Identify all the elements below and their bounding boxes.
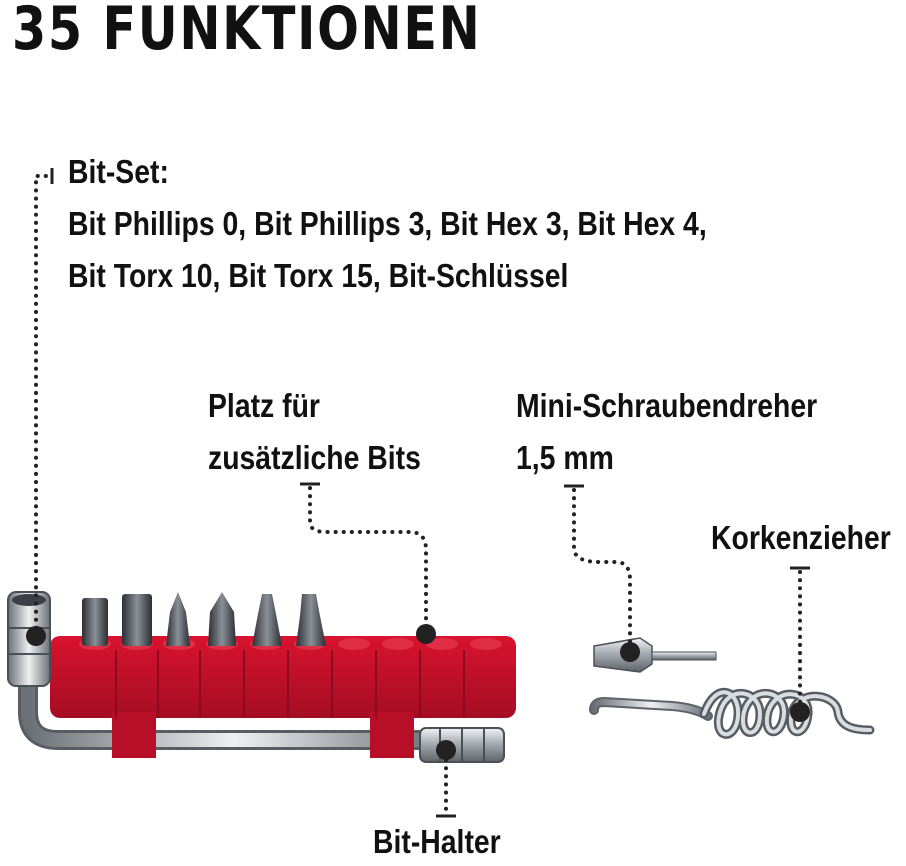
mini-screwdriver	[593, 637, 717, 673]
pointer-bit-halter-end	[436, 740, 456, 818]
label-bit-set: Bit-Set: Bit Phillips 0, Bit Phillips 3,…	[68, 146, 707, 302]
platz-line-1: Platz für	[208, 387, 320, 424]
bit-set-line-1: Bit Phillips 0, Bit Phillips 3, Bit Hex …	[68, 205, 707, 242]
bit-phillips-0	[166, 592, 190, 646]
pointer-mini-end	[564, 484, 640, 662]
page-title: 35 FUNKTIONEN	[12, 0, 482, 64]
mini-line-1: Mini-Schraubendreher	[516, 387, 818, 424]
bit-set-line-2: Bit Torx 10, Bit Torx 15, Bit-Schlüssel	[68, 257, 569, 294]
bit-set-heading: Bit-Set:	[68, 153, 169, 190]
mini-line-2: 1,5 mm	[516, 439, 614, 476]
label-bit-halter: Bit-Halter	[373, 823, 501, 860]
corkscrew	[589, 688, 875, 739]
bit-hex-3	[82, 598, 108, 646]
bit-torx-15	[296, 594, 326, 646]
pointer-mini	[572, 488, 632, 652]
bit-torx-10	[252, 594, 282, 646]
bit-hex-4	[122, 594, 152, 646]
bit-phillips-3	[208, 592, 236, 646]
l-wrench	[18, 670, 450, 750]
label-korkenzieher: Korkenzieher	[711, 519, 891, 556]
pointer-bit-set-end	[26, 168, 54, 646]
pointer-platz	[308, 486, 428, 634]
label-platz: Platz für zusätzliche Bits	[208, 380, 421, 484]
pointer-korkenzieher-end	[790, 566, 810, 722]
pointer-platz-end	[300, 482, 436, 644]
pointer-bit-set	[34, 174, 52, 638]
bits	[82, 592, 326, 646]
bit-holder-sleeve	[419, 727, 505, 763]
label-mini-screwdriver: Mini-Schraubendreher 1,5 mm	[516, 380, 817, 484]
platz-line-2: zusätzliche Bits	[208, 439, 421, 476]
